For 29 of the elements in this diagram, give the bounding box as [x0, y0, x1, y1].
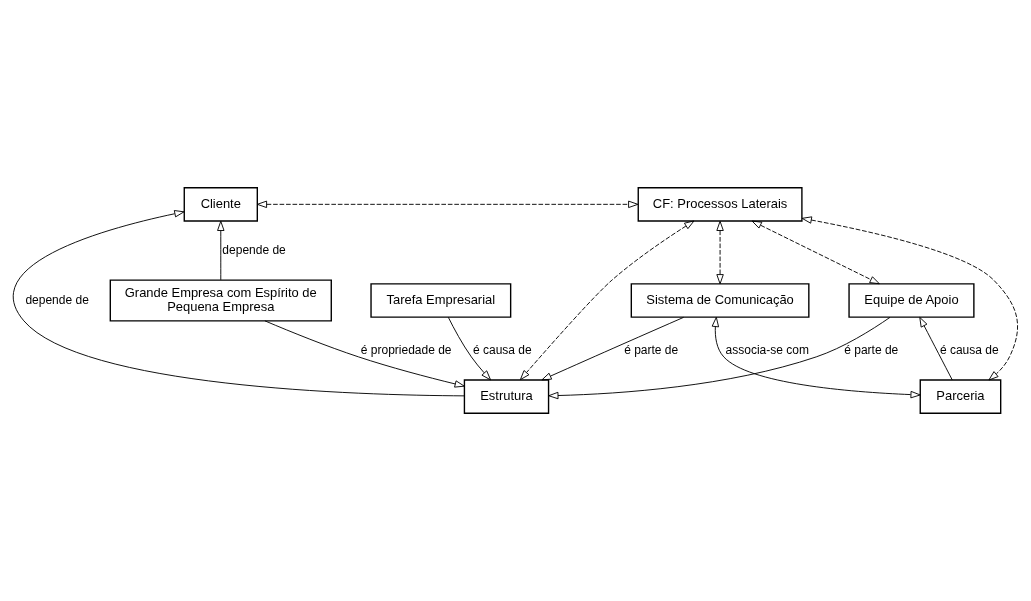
- node-box: CF: Processos Laterais: [637, 187, 803, 222]
- arrow: [548, 316, 891, 400]
- arrow: [447, 316, 491, 381]
- node-box: Cliente: [183, 187, 258, 222]
- edge-label: é parte de: [844, 342, 899, 357]
- arrow: [217, 220, 225, 281]
- node-box: Tarefa Empresarial: [370, 283, 512, 318]
- arrow: [12, 210, 465, 397]
- edge-label: é causa de: [939, 342, 999, 357]
- edge-label: é causa de: [472, 342, 532, 357]
- node-box: Parceria: [919, 379, 1002, 414]
- edge-label: depende de: [25, 292, 89, 307]
- node-box: Estrutura: [463, 379, 550, 414]
- arrow: [751, 220, 880, 285]
- node-box: Sistema de Comunicação: [630, 283, 810, 318]
- edge-label: depende de: [222, 242, 286, 257]
- arrow: [541, 316, 685, 381]
- node-box: Grande Empresa com Espírito de Pequena Empresa: [109, 279, 332, 322]
- arrow: [519, 220, 695, 381]
- node-box: Equipe de Apoio: [848, 283, 975, 318]
- arrow: [256, 200, 639, 209]
- arrow: [711, 316, 921, 399]
- arrow: [919, 316, 953, 381]
- arrow: [716, 220, 724, 285]
- arrow: [801, 216, 1018, 381]
- edge-label: é propriedade de: [360, 342, 452, 357]
- arrow: [264, 320, 465, 388]
- edge-label: associa-se com: [725, 342, 809, 357]
- edge-label: é parte de: [624, 342, 679, 357]
